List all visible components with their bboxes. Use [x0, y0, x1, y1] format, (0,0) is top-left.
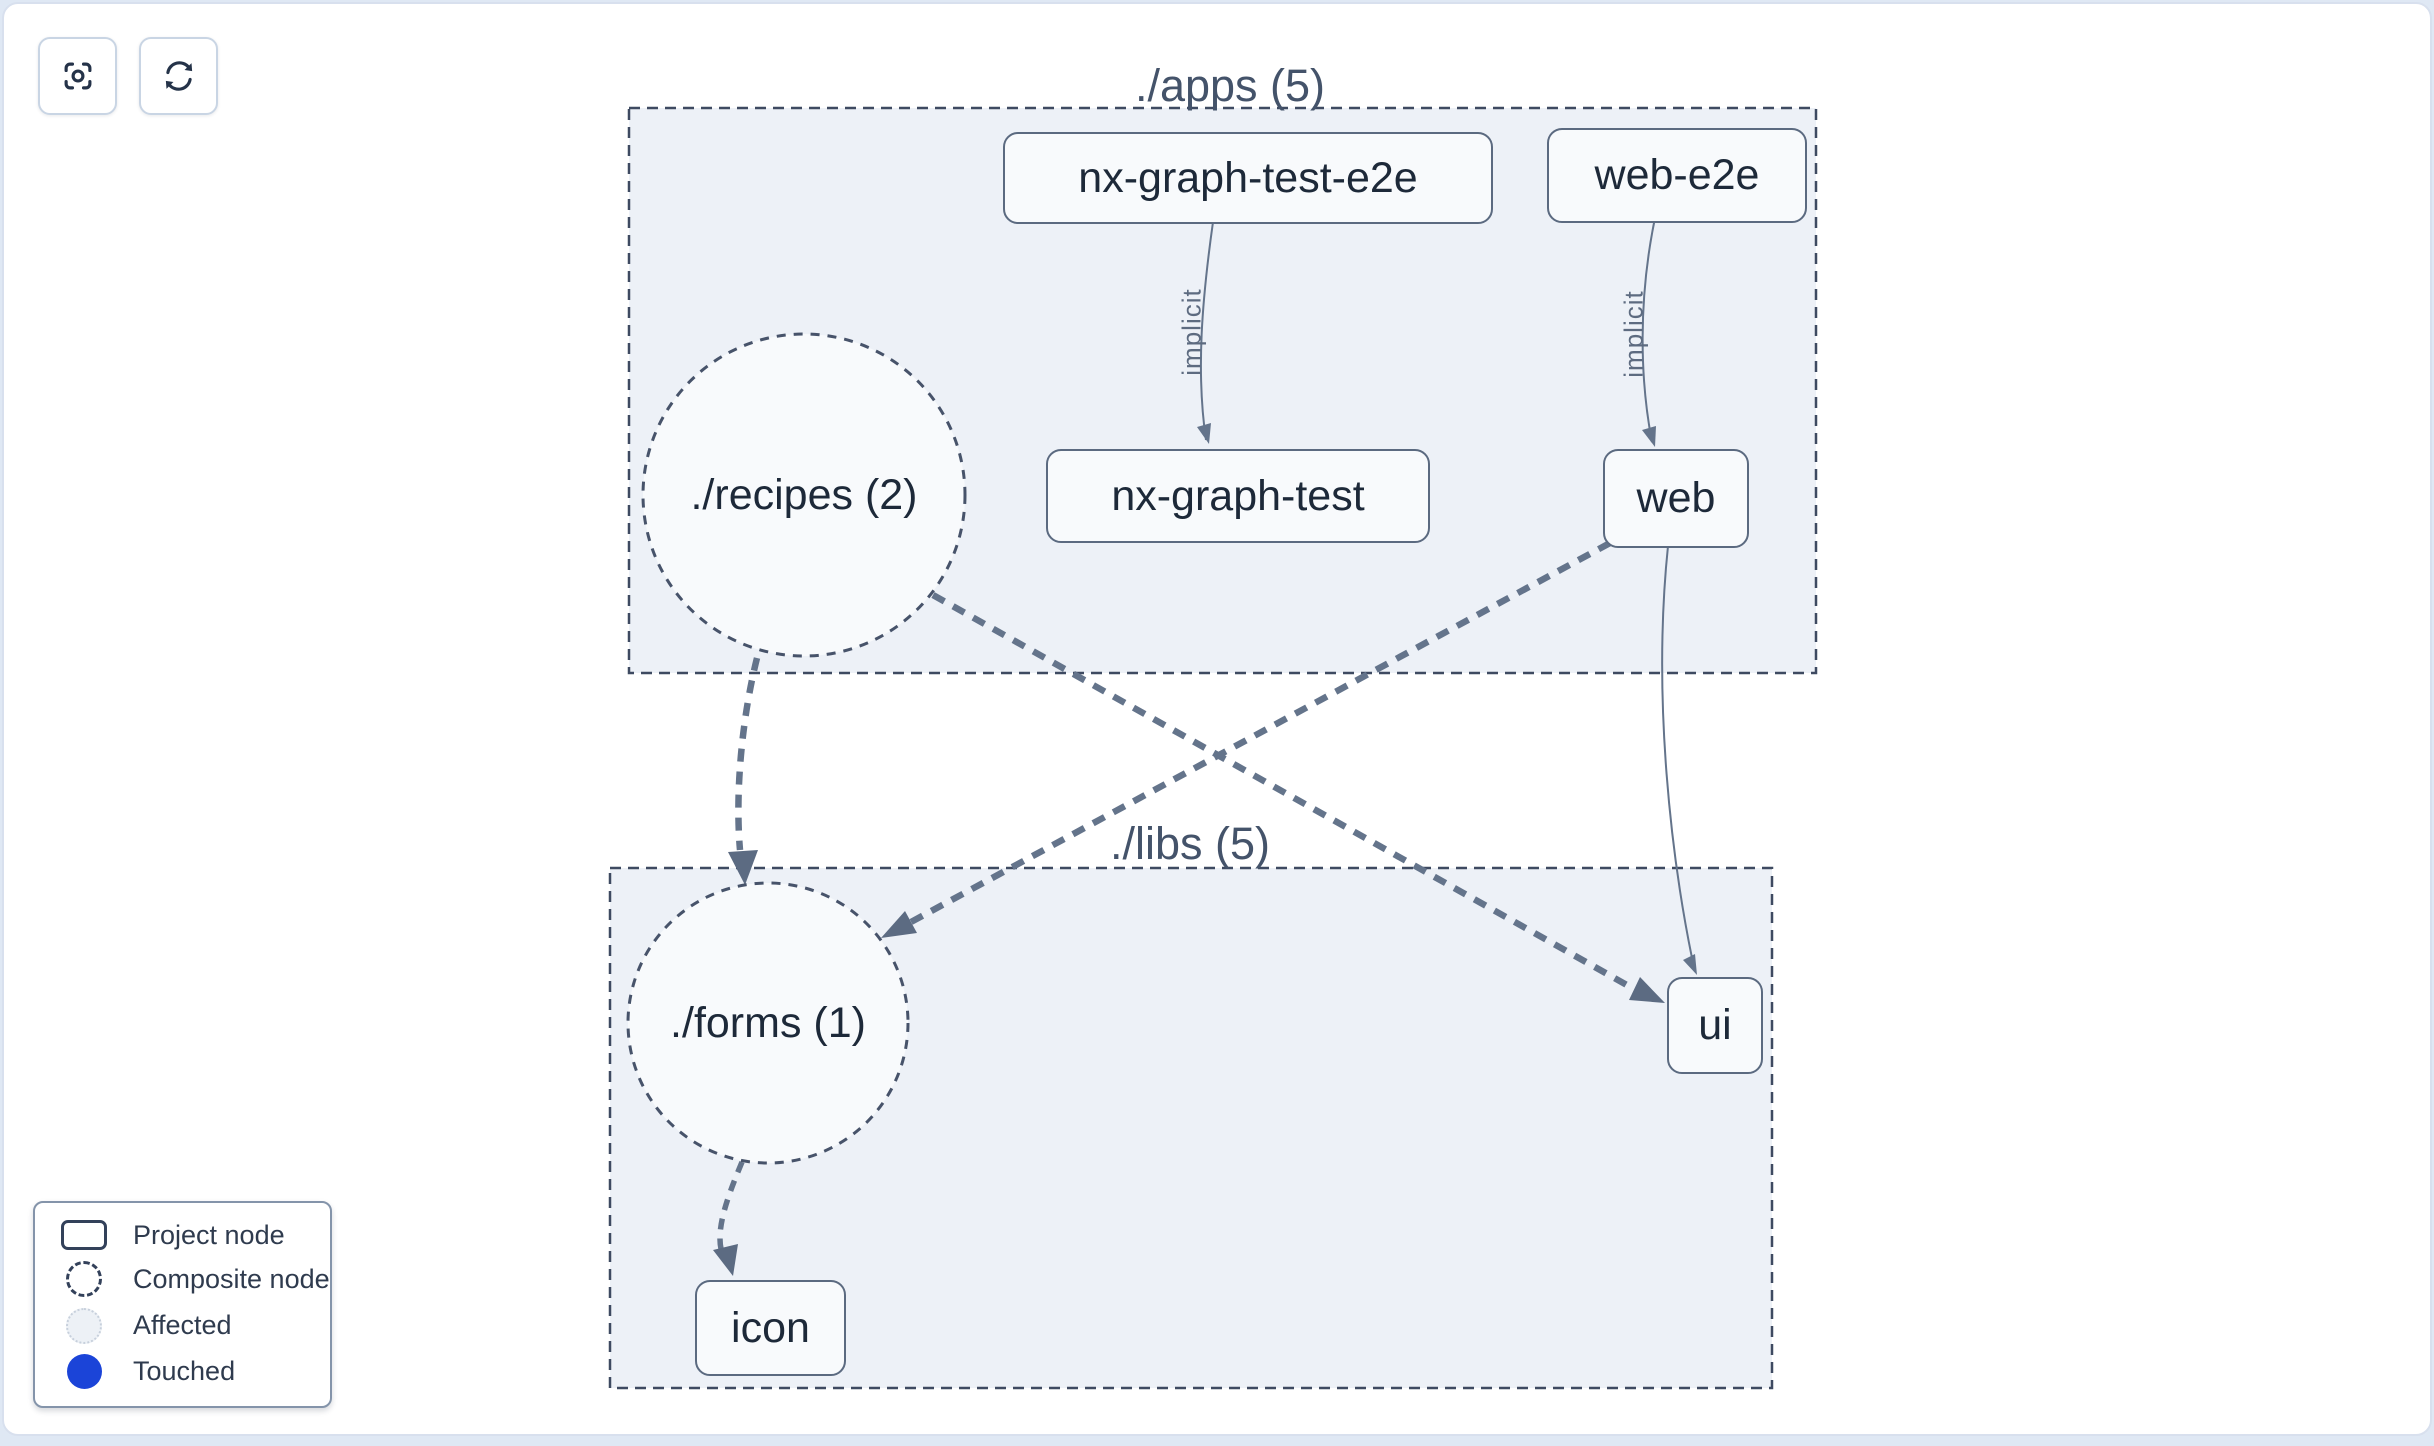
legend-item-affected: Affected: [35, 1307, 330, 1344]
project-node-nx-graph-test-e2e[interactable]: nx-graph-test-e2e: [1003, 132, 1493, 224]
edge-recipes-to-forms[interactable]: [735, 657, 761, 851]
legend-item-composite-node: Composite node: [35, 1261, 330, 1298]
composite-node-forms[interactable]: ./forms (1): [628, 883, 908, 1163]
legend-panel: Project node Composite node Affected Tou…: [33, 1201, 332, 1408]
arrowhead-forms-from-web: [881, 911, 917, 938]
project-node-nx-graph-test[interactable]: nx-graph-test: [1046, 449, 1430, 543]
arrowhead-web: [1642, 426, 1656, 447]
project-node-label: icon: [731, 1303, 810, 1352]
refresh-icon: [165, 61, 192, 91]
project-node-icon[interactable]: icon: [695, 1280, 846, 1376]
edge-web-to-ui-solid[interactable]: [1661, 545, 1693, 959]
composite-node-forms-label: ./forms (1): [670, 998, 866, 1047]
project-node-label: web-e2e: [1594, 151, 1760, 199]
arrowhead-icon: [713, 1244, 738, 1276]
legend-item-project-node: Project node: [35, 1220, 330, 1251]
composite-node-forms-shape: [626, 881, 910, 1165]
edge-nx-graph-test-e2e-to-nx-graph-test[interactable]: [1199, 221, 1214, 441]
affected-icon-swatch: [66, 1307, 102, 1344]
arrowhead-forms-from-recipes: [728, 850, 758, 885]
arrowhead-ui-from-recipes: [1629, 977, 1665, 1003]
project-node-label: web: [1636, 474, 1716, 522]
legend-item-touched: Touched: [35, 1354, 330, 1390]
project-node-web-e2e[interactable]: web-e2e: [1547, 128, 1807, 223]
project-node-ui[interactable]: ui: [1667, 977, 1763, 1074]
edge-forms-to-icon[interactable]: [717, 1160, 745, 1262]
arrowhead-nx-graph-test: [1197, 423, 1211, 444]
composite-node-recipes[interactable]: ./recipes (2): [643, 334, 965, 656]
composite-node-recipes-label: ./recipes (2): [690, 470, 918, 519]
group-libs-label: ./libs (5): [1109, 818, 1271, 869]
edge-web-to-forms[interactable]: [909, 540, 1612, 925]
refresh-button[interactable]: [139, 37, 218, 115]
legend-label: Project node: [133, 1219, 285, 1250]
composite-node-icon-swatch: [66, 1261, 102, 1298]
edge-label-implicit-1: implicit: [1176, 288, 1207, 376]
project-node-label: nx-graph-test: [1111, 471, 1365, 520]
focus-icon: [64, 62, 91, 90]
edge-web-e2e-to-web[interactable]: [1641, 217, 1656, 443]
edge-recipes-to-ui[interactable]: [931, 592, 1636, 992]
legend-label: Composite node: [133, 1263, 330, 1294]
project-node-icon-swatch: [61, 1220, 107, 1251]
edge-label-implicit-2: implicit: [1618, 290, 1649, 378]
legend-label: Touched: [133, 1356, 236, 1387]
legend-label: Affected: [133, 1310, 232, 1341]
touched-icon-swatch: [66, 1354, 102, 1390]
focus-button[interactable]: [38, 37, 117, 115]
composite-node-recipes-shape: [641, 332, 967, 658]
project-node-label: ui: [1698, 1001, 1732, 1049]
project-node-web[interactable]: web: [1603, 449, 1749, 548]
arrowhead-ui-solid: [1683, 954, 1697, 975]
project-node-label: nx-graph-test-e2e: [1078, 153, 1418, 202]
group-apps-label: ./apps (5): [1134, 60, 1326, 111]
